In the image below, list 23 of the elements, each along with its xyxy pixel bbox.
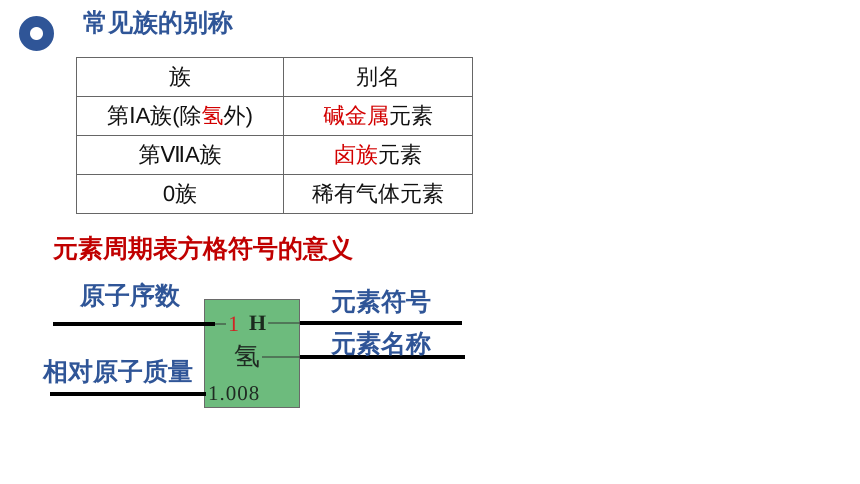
- element-name: 氢: [234, 341, 260, 372]
- element-tile: [204, 299, 300, 408]
- element-symbol: H: [249, 310, 266, 336]
- annotation-label: 原子序数: [80, 281, 180, 311]
- section-heading: 元素周期表方格符号的意义: [53, 234, 353, 264]
- leader-line: [268, 321, 462, 325]
- leader-line: [53, 322, 226, 326]
- slide-title: 常见族的别称: [83, 8, 233, 38]
- table-cell: 第ⅦA族: [76, 136, 284, 174]
- atomic-number: 1: [228, 311, 239, 338]
- table-cell: 第ⅠA族(除氢外): [76, 96, 284, 136]
- annotation-label: 相对原子质量: [43, 357, 193, 387]
- column-header: 别名: [284, 58, 472, 96]
- leader-line: [50, 392, 206, 396]
- atomic-mass: 1.008: [208, 381, 260, 406]
- leader-line: [262, 355, 465, 359]
- annotation-label: 元素符号: [331, 287, 431, 317]
- table-cell: 稀有气体元素: [284, 174, 472, 214]
- annotation-label: 元素名称: [331, 329, 431, 359]
- table-cell: 0族: [76, 174, 284, 214]
- table-cell: 卤族元素: [284, 136, 472, 174]
- table-cell: 碱金属元素: [284, 96, 472, 136]
- column-header: 族: [76, 58, 284, 96]
